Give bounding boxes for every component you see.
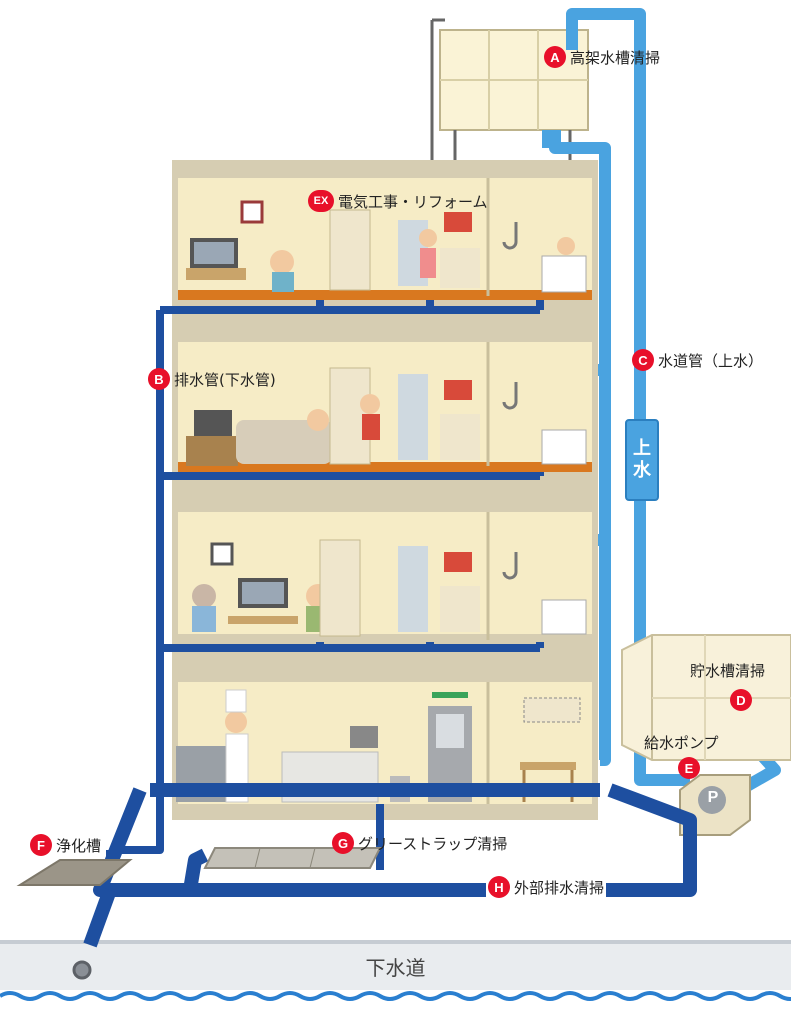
marker-char-1: 上 — [633, 438, 651, 459]
floor2-room — [192, 539, 587, 637]
label-external-drain-cleaning: H 外部排水清掃 — [486, 876, 607, 898]
badge-b: B — [148, 368, 170, 390]
water-pipe-marker-text: 上 水 — [626, 420, 658, 500]
badge-d: D — [730, 689, 752, 711]
label-text: グリーストラップ清掃 — [358, 834, 508, 853]
label-elevated-tank-cleaning: A 高架水槽清掃 — [544, 46, 660, 68]
marker-char-2: 水 — [633, 460, 651, 481]
water-pipe-marker — [625, 419, 659, 501]
septic-tank — [16, 859, 133, 886]
label-water-pump: 給水ポンプ E — [644, 732, 719, 779]
label-text: 浄化槽 — [56, 836, 102, 855]
label-text: 水道管（上水） — [658, 351, 764, 370]
badge-c: C — [632, 349, 654, 371]
label-drain-pipe: B 排水管(下水管) — [148, 368, 276, 390]
label-text: 貯水槽清掃 — [690, 662, 766, 680]
label-electrical-reform: EX 電気工事・リフォーム — [308, 190, 488, 212]
grease-trap — [203, 847, 382, 869]
label-text: 外部排水清掃 — [514, 878, 605, 897]
floor3-room — [186, 367, 587, 466]
badge-h: H — [488, 876, 510, 898]
floor4-room — [186, 200, 587, 293]
badge-f: F — [30, 834, 52, 856]
water-pump — [679, 774, 751, 836]
label-text: 電気工事・リフォーム — [338, 192, 488, 211]
sewer-label: 下水道 — [365, 956, 426, 980]
elevated-water-tank — [430, 18, 589, 160]
label-text: 高架水槽清掃 — [570, 48, 661, 67]
label-grease-trap-cleaning: G グリーストラップ清掃 — [332, 832, 507, 854]
storage-tank — [621, 634, 791, 761]
drain-pipe — [106, 300, 544, 870]
badge-g: G — [332, 832, 354, 854]
label-storage-tank-cleaning: 貯水槽清掃 D — [690, 660, 765, 711]
external-drain — [83, 783, 697, 948]
label-text: 排水管(下水管) — [174, 370, 276, 389]
label-water-pipe: C 水道管（上水） — [632, 349, 763, 371]
label-septic-tank: F 浄化槽 — [30, 834, 101, 856]
badge-ex: EX — [308, 190, 334, 212]
sewer-main — [0, 940, 791, 1001]
badge-e: E — [678, 757, 700, 779]
badge-a: A — [544, 46, 566, 68]
pump-letter: P — [707, 789, 719, 806]
label-text: 給水ポンプ — [644, 734, 719, 752]
